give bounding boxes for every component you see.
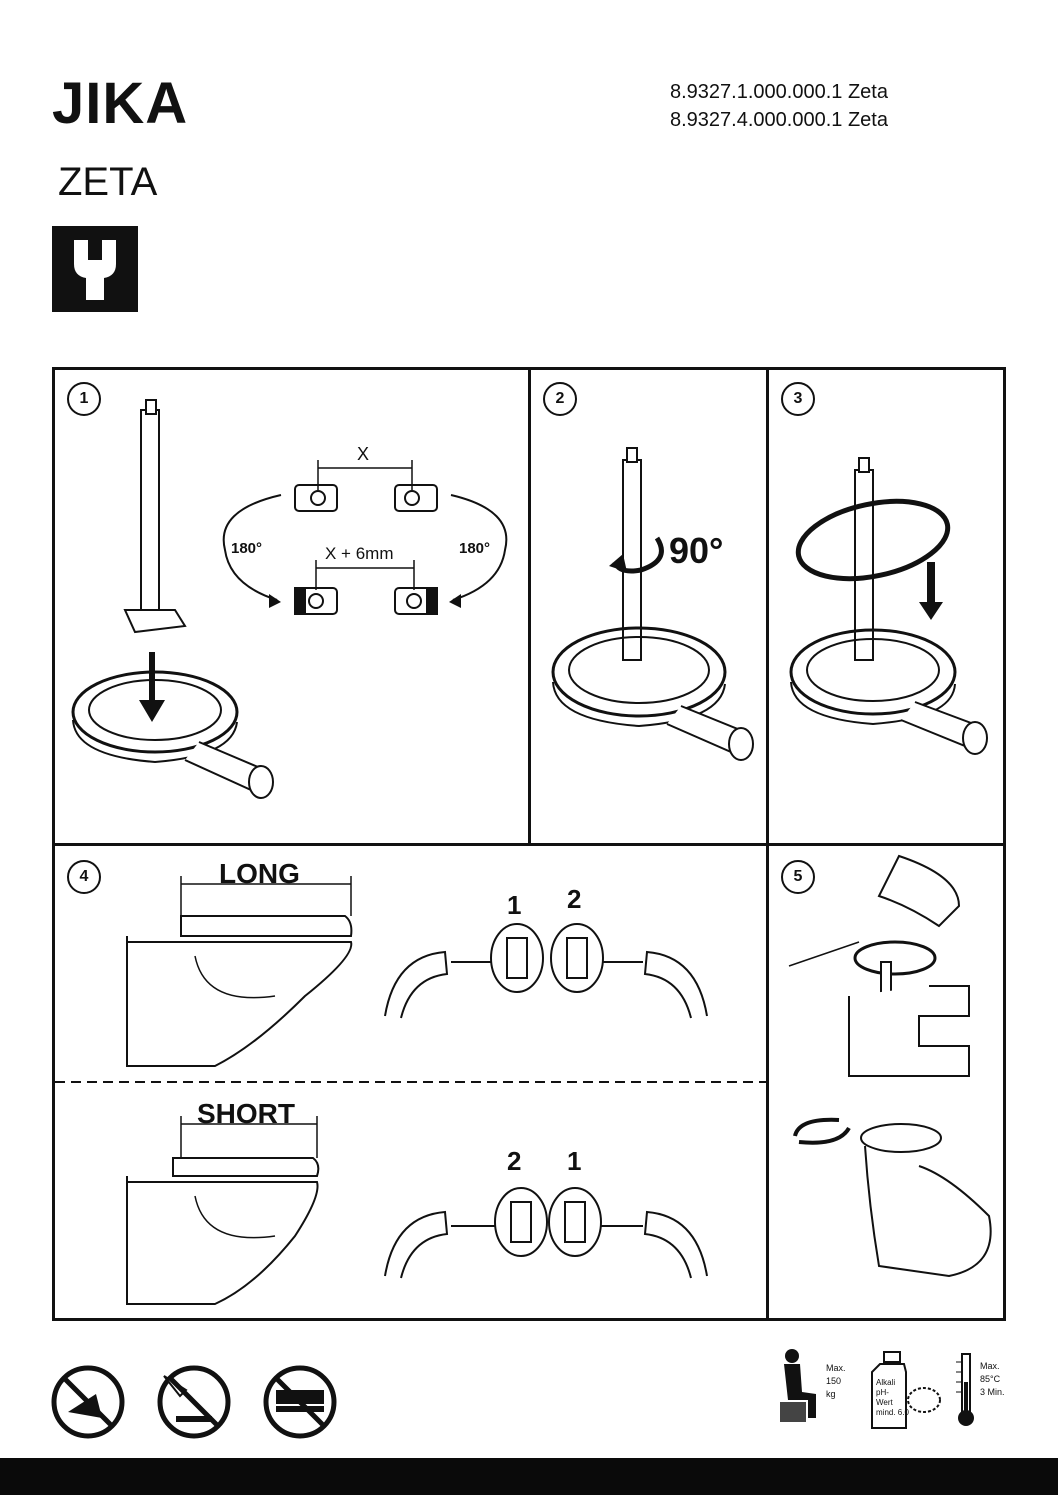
cleaner-line: Alkali [876,1378,896,1387]
distance-x-label: X [357,444,370,464]
no-acid-icon [157,1365,231,1439]
short-label: SHORT [197,1098,295,1129]
step-5-illustration [788,854,992,1278]
product-code-1: 8.9327.1.000.000.1 Zeta [670,81,888,103]
step-3-panel: 3 [769,370,1003,846]
max-load-text: Max. 150 kg [826,1362,846,1401]
no-standing-icon [51,1365,125,1439]
seated-person-icon [780,1349,816,1422]
step-number: 5 [781,860,815,894]
step-4-illustration [55,876,769,1305]
rotate-90-label: 90° [669,530,724,571]
no-abrasive-icon [263,1365,337,1439]
cleaner-bottle-icon [871,1351,941,1429]
short-order-2: 1 [567,1146,582,1176]
max-load-line: 150 [826,1376,842,1386]
long-label: LONG [219,858,300,889]
step-4-panel: 4 [55,846,769,1318]
long-order-1: 1 [507,890,522,920]
short-order-1: 2 [507,1146,522,1176]
distance-x6-label: X + 6mm [325,544,394,563]
step-number: 4 [67,860,101,894]
cleaner-line: mind. 6.0 [876,1408,909,1417]
thermometer-icon [956,1353,974,1426]
product-codes: 8.9327.1.000.000.1 Zeta 8.9327.4.000.000… [670,78,888,134]
instruction-frame: 1 [52,367,1006,1321]
cleaner-line: Wert [876,1398,893,1407]
long-order-2: 2 [567,884,582,914]
step-number: 3 [781,382,815,416]
step-5-panel: 5 [769,846,1003,1318]
step-2-panel: 2 90° [531,370,769,846]
step-2-illustration [551,447,754,761]
rotate-left-label: 180° [231,540,263,557]
step-1-illustration [71,399,508,799]
cleaner-line: pH- [876,1388,889,1397]
brand-logo: JIKA [52,71,189,136]
rotate-right-label: 180° [459,540,491,557]
step-3-illustration [789,457,988,755]
step-number: 1 [67,382,101,416]
nut-icon [294,484,438,615]
step-1-panel: 1 [55,370,531,846]
max-load-line: kg [826,1389,836,1399]
step-number: 2 [543,382,577,416]
temp-line: Max. [980,1361,1000,1371]
temp-line: 3 Min. [980,1387,1005,1397]
max-load-line: Max. [826,1363,846,1373]
cleaner-text: Alkali pH- Wert mind. 6.0 [876,1378,909,1418]
product-code-2: 8.9327.4.000.000.1 Zeta [670,109,888,131]
wrench-icon [52,226,138,312]
temp-text: Max. 85°C 3 Min. [980,1360,1005,1399]
temp-line: 85°C [980,1374,1001,1384]
footer-bar [0,1458,1058,1495]
model-name: ZETA [58,160,158,204]
